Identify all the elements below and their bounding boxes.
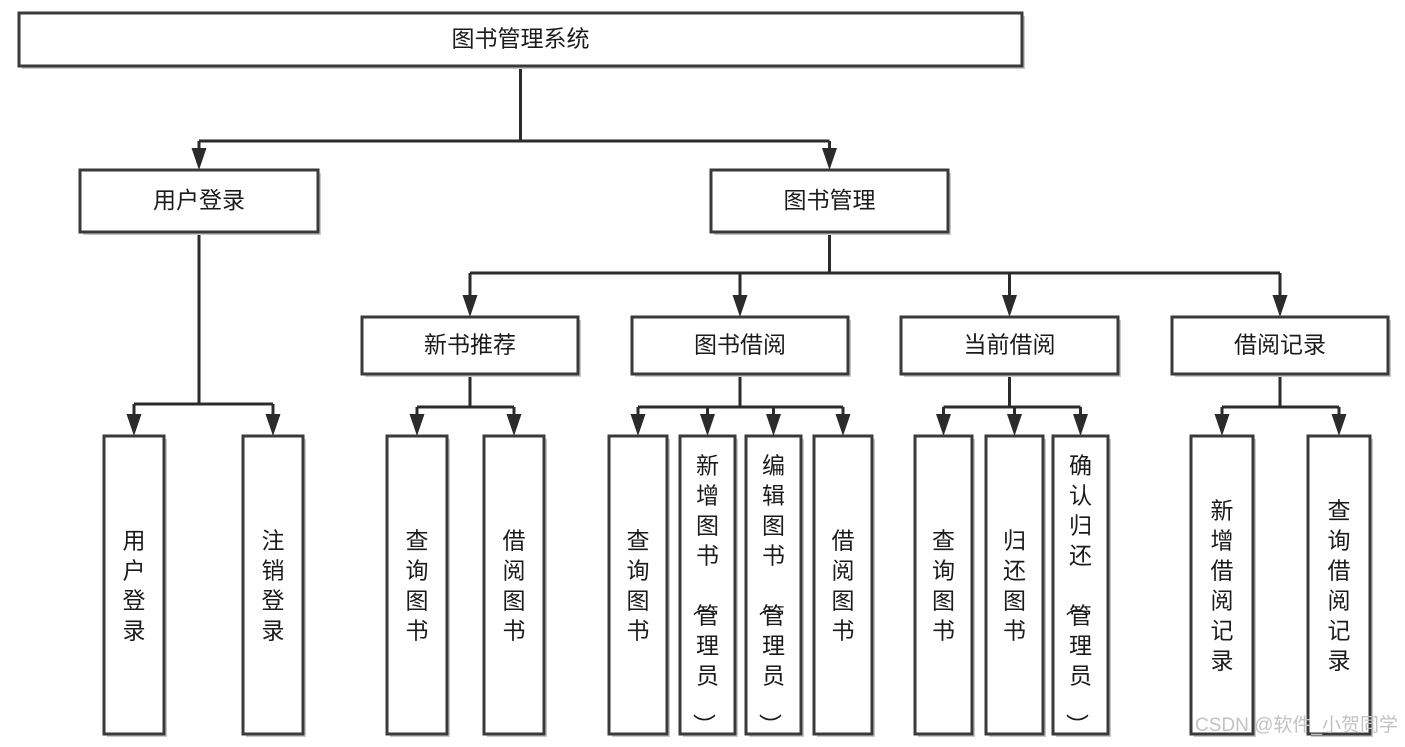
node-box[interactable] (385, 434, 449, 736)
node-box[interactable] (1170, 315, 1390, 376)
node-box[interactable] (744, 434, 803, 736)
node-label: 借阅记录 (1234, 332, 1326, 358)
diagram-node-f11[interactable]: 确认归还（管理员） (1051, 434, 1111, 737)
node-box[interactable] (78, 168, 320, 234)
node-box[interactable] (1051, 434, 1110, 736)
arrow-head-icon (1214, 414, 1230, 436)
arrow-head-icon (265, 414, 281, 436)
csdn-watermark: CSDN @软件_小贺同学 (1195, 714, 1398, 736)
node-box[interactable] (899, 315, 1120, 376)
arrow-head-icon (630, 414, 646, 436)
diagram-node-f12[interactable]: 新增借阅记录 (1189, 434, 1256, 737)
diagram-node-l1a[interactable]: 用户登录 (78, 168, 321, 235)
node-box[interactable] (482, 434, 546, 736)
node-label: 查询图书 (406, 527, 429, 643)
node-box[interactable] (102, 434, 166, 736)
node-label: 新书推荐 (424, 332, 516, 358)
arrow-head-icon (835, 414, 851, 436)
arrow-head-icon (1272, 295, 1288, 317)
node-label: 查询借阅记录 (1328, 497, 1351, 673)
node-box[interactable] (678, 434, 737, 736)
node-layer: 图书管理系统用户登录图书管理新书推荐图书借阅当前借阅借阅记录用户登录注销登录查询… (17, 11, 1391, 737)
node-label: 当前借阅 (964, 332, 1056, 358)
diagram-node-f1[interactable]: 用户登录 (102, 434, 167, 737)
diagram-node-f2[interactable]: 注销登录 (241, 434, 306, 737)
diagram-node-l2b[interactable]: 图书借阅 (630, 315, 851, 377)
arrow-head-icon (1331, 414, 1347, 436)
arrow-head-icon (409, 414, 425, 436)
diagram-node-f9[interactable]: 查询图书 (913, 434, 975, 737)
node-box[interactable] (17, 11, 1024, 68)
diagram-node-f10[interactable]: 归还图书 (984, 434, 1046, 737)
arrow-head-icon (191, 148, 207, 170)
arrow-head-icon (506, 414, 522, 436)
diagram-node-f7[interactable]: 编辑图书（管理员） (744, 434, 804, 737)
diagram-node-root[interactable]: 图书管理系统 (17, 11, 1025, 69)
diagram-node-l2c[interactable]: 当前借阅 (899, 315, 1121, 377)
node-label: 查询图书 (932, 527, 955, 643)
node-label: 借阅图书 (832, 527, 855, 643)
diagram-node-l2d[interactable]: 借阅记录 (1170, 315, 1391, 377)
node-box[interactable] (812, 434, 874, 736)
arrow-head-icon (1007, 414, 1022, 436)
node-label: 编辑图书（管理员） (757, 452, 785, 736)
arrow-head-icon (732, 295, 748, 317)
node-label: 确认归还（管理员） (1064, 452, 1092, 736)
diagram-node-f5[interactable]: 查询图书 (607, 434, 670, 737)
arrow-head-icon (700, 414, 715, 436)
diagram-node-l2a[interactable]: 新书推荐 (360, 315, 581, 377)
node-label: 用户登录 (123, 527, 146, 643)
node-box[interactable] (1189, 434, 1255, 736)
diagram-node-f6[interactable]: 新增图书（管理员） (678, 434, 738, 737)
arrow-head-icon (766, 414, 781, 436)
node-label: 归还图书 (1003, 527, 1026, 643)
node-box[interactable] (1306, 434, 1372, 736)
connector-layer (126, 66, 1347, 436)
arrow-head-icon (462, 295, 478, 317)
node-box[interactable] (360, 315, 580, 376)
node-box[interactable] (241, 434, 305, 736)
node-label: 注销登录 (262, 527, 285, 643)
arrow-head-icon (126, 414, 142, 436)
arrow-head-icon (822, 148, 837, 170)
node-label: 查询图书 (627, 527, 650, 643)
node-label: 借阅图书 (503, 527, 526, 643)
node-label: 新增图书（管理员） (691, 452, 719, 736)
diagram-node-f3[interactable]: 查询图书 (385, 434, 450, 737)
node-box[interactable] (709, 168, 950, 234)
node-box[interactable] (913, 434, 974, 736)
node-label: 图书借阅 (694, 332, 786, 358)
node-box[interactable] (630, 315, 850, 376)
node-box[interactable] (984, 434, 1045, 736)
diagram-node-f13[interactable]: 查询借阅记录 (1306, 434, 1373, 737)
node-label: 图书管理 (784, 187, 876, 213)
diagram-node-f4[interactable]: 借阅图书 (482, 434, 547, 737)
node-label: 用户登录 (153, 187, 245, 213)
arrow-head-icon (1002, 295, 1017, 317)
diagram-node-l1b[interactable]: 图书管理 (709, 168, 951, 235)
diagram-node-f8[interactable]: 借阅图书 (812, 434, 875, 737)
node-box[interactable] (607, 434, 669, 736)
arrow-head-icon (1073, 414, 1088, 436)
arrow-head-icon (936, 414, 951, 436)
node-label: 图书管理系统 (452, 26, 590, 52)
node-label: 新增借阅记录 (1211, 497, 1234, 673)
